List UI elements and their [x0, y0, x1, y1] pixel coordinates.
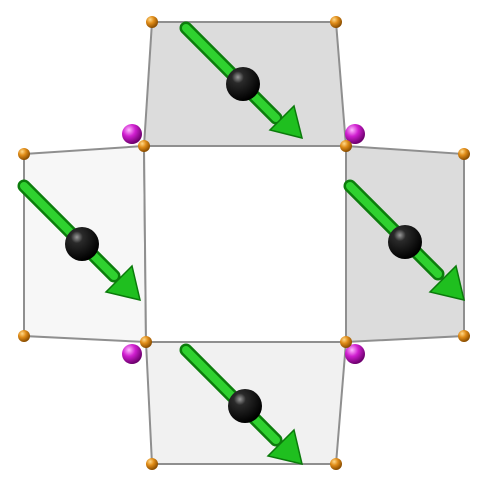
vertex — [330, 458, 342, 470]
joint-top-right — [345, 124, 365, 144]
joint-bottom-left — [122, 344, 142, 364]
vertex — [330, 16, 342, 28]
vertex — [340, 140, 352, 152]
moment-arrow-left — [17, 179, 142, 302]
joints — [122, 124, 365, 364]
vertex — [458, 330, 470, 342]
vertex — [340, 336, 352, 348]
moments — [17, 21, 466, 466]
center-square — [142, 145, 347, 343]
vertex — [140, 336, 152, 348]
atom-left — [65, 227, 99, 261]
vertex — [146, 458, 158, 470]
atom-top — [226, 67, 260, 101]
vertex — [18, 148, 30, 160]
atom-right — [388, 225, 422, 259]
moment-arrow-bottom — [179, 343, 304, 466]
joint-bottom-right — [345, 344, 365, 364]
vertex — [146, 16, 158, 28]
vertex — [138, 140, 150, 152]
joint-top-left — [122, 124, 142, 144]
vertex — [458, 148, 470, 160]
vertices — [18, 16, 470, 470]
atom-bottom — [228, 389, 262, 423]
vertex — [18, 330, 30, 342]
